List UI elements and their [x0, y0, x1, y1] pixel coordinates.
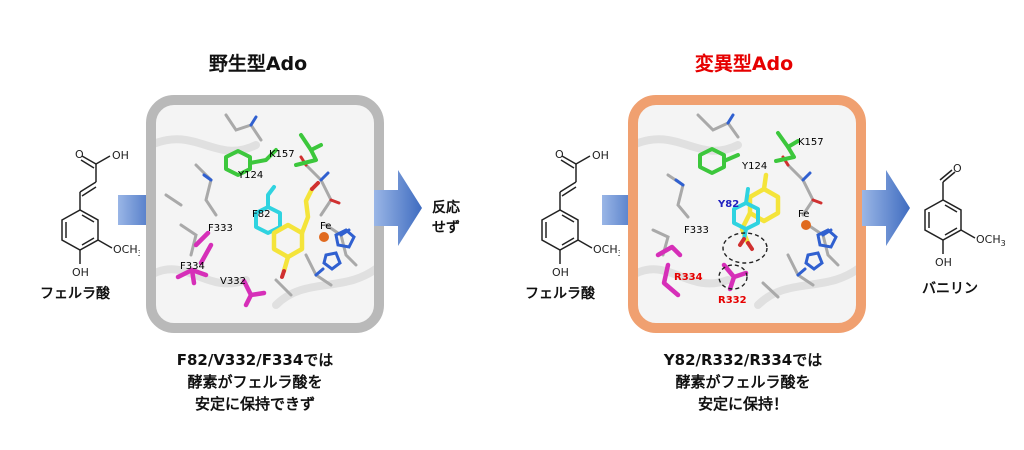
acid-oh-label: OH: [592, 149, 609, 162]
phenol-oh-label: OH: [72, 266, 89, 279]
residue-label-y82: Y82: [717, 199, 739, 210]
product-label: バニリン: [922, 281, 978, 297]
substrate-label-left: フェルラ酸: [40, 286, 110, 302]
mutant-caption: Y82/R332/R334では 酵素がフェルラ酸を 安定に保持！: [663, 351, 823, 413]
residue-label-fe: Fe: [798, 209, 809, 220]
acid-oh-label: OH: [112, 149, 129, 162]
phenol-oh-label: OH: [552, 266, 569, 279]
residue-label-fe: Fe: [320, 221, 331, 232]
wildtype-active-site-panel: K157 Y124 F82 F333 Fe F334 V332: [146, 95, 384, 333]
output-arrow-left: [374, 168, 424, 252]
carbonyl-o-label: O: [75, 148, 84, 161]
residue-label-y124: Y124: [237, 170, 263, 181]
residue-label-f334: F334: [180, 261, 205, 272]
wildtype-caption: F82/V332/F334では 酵素がフェルラ酸を 安定に保持できず: [176, 351, 334, 413]
wildtype-title: 野生型Ado: [208, 53, 308, 75]
methoxy-label: OCH3: [976, 233, 1006, 248]
residue-label-r332: R332: [718, 295, 747, 306]
output-arrow-right: [862, 168, 912, 252]
residue-label-k157: K157: [798, 137, 824, 148]
residue-label-f333: F333: [684, 225, 709, 236]
ferulic-acid-structure-right: O OH OCH3 OH: [500, 140, 623, 280]
vanillin-structure: O OCH3 OH: [895, 150, 1015, 280]
no-reaction-label: 反応 せず: [432, 200, 460, 236]
iron-atom: [801, 220, 811, 230]
residue-label-v332: V332: [220, 276, 246, 287]
residue-label-r334: R334: [674, 272, 703, 283]
residue-label-k157: K157: [269, 149, 295, 160]
mutant-title: 変異型Ado: [694, 53, 794, 75]
residue-label-y124: Y124: [741, 161, 767, 172]
aldehyde-o-label: O: [953, 162, 962, 175]
residue-label-f333: F333: [208, 223, 233, 234]
carbonyl-o-label: O: [555, 148, 564, 161]
residue-label-f82: F82: [252, 209, 270, 220]
methoxy-label: OCH3: [113, 243, 140, 258]
ferulic-acid-structure-left: O OH OCH3 OH: [20, 140, 143, 280]
iron-atom: [319, 232, 329, 242]
phenol-oh-label: OH: [935, 256, 952, 269]
mutant-active-site-panel: K157 Y124 Y82 F333 Fe R334 R332: [628, 95, 866, 333]
methoxy-label: OCH3: [593, 243, 620, 258]
substrate-label-right: フェルラ酸: [525, 286, 595, 302]
